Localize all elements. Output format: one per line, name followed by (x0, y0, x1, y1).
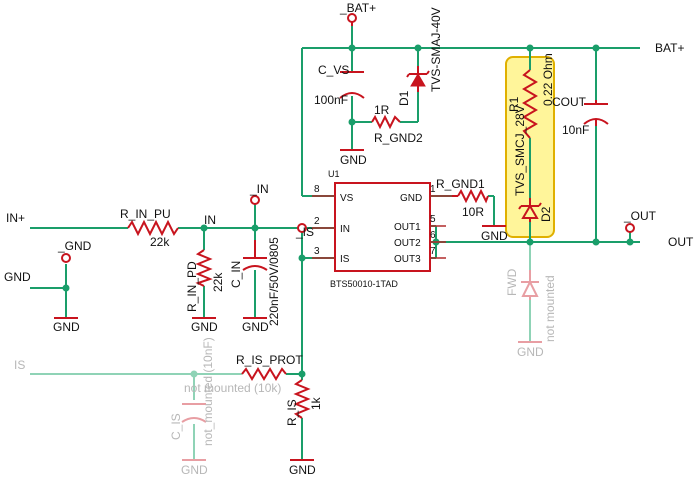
d2-name: D2 (539, 206, 553, 222)
c-in-name: C_IN (229, 261, 243, 288)
in-net-label: IN (204, 213, 216, 227)
c-in-value: 220nF/50V/0805 (267, 237, 281, 326)
junctions (62, 44, 634, 378)
in-net-flag: _IN (249, 182, 269, 205)
c-is-name: C_IS (169, 413, 183, 440)
u1-pin-num-5: 5 (430, 214, 436, 225)
gnd-symbol-rgnd1: GND (481, 225, 508, 243)
u1-pin-num-7: 7 (430, 246, 436, 257)
r-is-resistor: R_IS 1k (285, 379, 323, 426)
r1-value: 0.22 Ohm (541, 53, 555, 106)
d1-name: D1 (397, 90, 411, 106)
d1-value: TVS-SMAJ-40V (429, 7, 443, 92)
r-in-pd-value: 22k (211, 272, 225, 292)
out-net-flag: _OUT (623, 209, 657, 233)
u1-pin-num-3: 3 (314, 246, 320, 257)
gnd-label-fwd: GND (517, 345, 544, 359)
in-plus-label: IN+ (6, 211, 25, 225)
is-net-flag: _IS (295, 223, 314, 239)
r-gnd2-name: R_GND2 (374, 131, 423, 145)
gnd-symbol-cvs: GND (340, 149, 367, 167)
out-right-label: OUT (668, 235, 694, 249)
cout-capacitor: COUT 10nF (552, 95, 609, 137)
r1-name: R1 (507, 96, 521, 112)
u1-pin-vs: VS (340, 193, 354, 204)
c-vs-capacitor: C_VS 100nF (314, 63, 365, 107)
r1-resistor: R1 0.22 Ohm (507, 53, 555, 139)
c-in-capacitor: C_IN 220nF/50V/0805 (229, 237, 281, 326)
in-flag-label: _IN (249, 182, 269, 196)
bat-top-label: _BAT+ (339, 1, 376, 15)
c-vs-value: 100nF (314, 93, 348, 107)
r-gnd1-name: R_GND1 (436, 177, 485, 191)
gnd-left-label: GND (4, 270, 31, 284)
gnd-label-rinpd: GND (191, 320, 218, 334)
gnd-symbol-cis: GND (181, 459, 208, 477)
u1-pin-in: IN (340, 224, 350, 235)
u1-ref: U1 (328, 169, 340, 179)
r-in-pu-value: 22k (150, 235, 170, 249)
u1-pin-gnd: GND (400, 193, 422, 204)
r-in-pu-name: R_IN_PU (120, 207, 171, 221)
u1-ic: U1 BTS50010-1TAD VS IN IS GND OUT1 OUT2 … (312, 169, 452, 289)
is-flag-label: _IS (295, 225, 314, 239)
gnd-net-flag: _GND (57, 239, 92, 263)
gnd-symbol-fwd: GND (517, 341, 544, 359)
c-vs-name: C_VS (318, 63, 349, 77)
r-gnd2-resistor: 1R R_GND2 (371, 103, 423, 145)
u1-pin-num-8: 8 (314, 184, 320, 195)
r-in-pd-name: R_IN_PD (185, 261, 199, 312)
out-flag-label: _OUT (623, 209, 657, 223)
r-gnd1-value: 10R (462, 205, 484, 219)
u1-pin-num-6: 6 (430, 230, 436, 241)
r-is-prot-name: R_IS_PROT (236, 353, 303, 367)
u1-pin-out2: OUT2 (394, 238, 421, 249)
gnd-label-left: GND (53, 320, 80, 334)
cout-name: COUT (552, 95, 587, 109)
r-is-name: R_IS (285, 399, 299, 426)
gnd-flag-label: _GND (57, 239, 92, 253)
bat-top-flag: _BAT+ (339, 1, 376, 26)
r-gnd2-value: 1R (374, 103, 390, 117)
bat-right-label: BAT+ (655, 41, 684, 55)
fwd-value: not mounted (543, 275, 557, 342)
c-is-value: not_mounted (10nF) (201, 337, 215, 446)
cout-value: 10nF (562, 123, 589, 137)
d2-value: TVS_SMCJ_28V (513, 105, 527, 196)
u1-pin-num-2: 2 (314, 216, 320, 227)
r-is-value: 1k (309, 396, 323, 410)
r-is-prot-value: not mounted (10k) (184, 381, 281, 395)
r-in-pu-resistor: R_IN_PU 22k (120, 207, 179, 249)
gnd-label-cis: GND (181, 463, 208, 477)
r-gnd1-resistor: R_GND1 10R (436, 177, 489, 219)
c-is-capacitor: C_IS not_mounted (10nF) (169, 337, 215, 446)
r-is-prot-resistor: R_IS_PROT not mounted (10k) (184, 353, 303, 395)
is-left-label: IS (14, 358, 25, 372)
fwd-name: FWD (505, 268, 519, 296)
gnd-label-ris: GND (289, 463, 316, 477)
r-in-pd-resistor: R_IN_PD 22k (185, 249, 225, 312)
gnd-label-rgnd1: GND (481, 229, 508, 243)
gnd-symbol-rinpd: GND (191, 317, 218, 334)
u1-pin-is: IS (340, 254, 350, 265)
gnd-symbol-left: GND (53, 317, 80, 334)
d1-tvs-diode: D1 TVS-SMAJ-40V (397, 7, 443, 106)
fwd-diode: FWD not mounted (505, 268, 557, 342)
d2-tvs-diode: TVS_SMCJ_28V D2 (513, 105, 553, 222)
gnd-label-cin: GND (242, 320, 269, 334)
gnd-symbol-cin: GND (242, 317, 269, 334)
u1-pin-num-1: 1 (430, 184, 436, 195)
u1-pin-out3: OUT3 (394, 254, 421, 265)
gnd-symbol-ris: GND (289, 459, 316, 477)
gnd-label-cvs: GND (340, 153, 367, 167)
u1-part: BTS50010-1TAD (330, 279, 398, 289)
u1-pin-out1: OUT1 (394, 222, 421, 233)
